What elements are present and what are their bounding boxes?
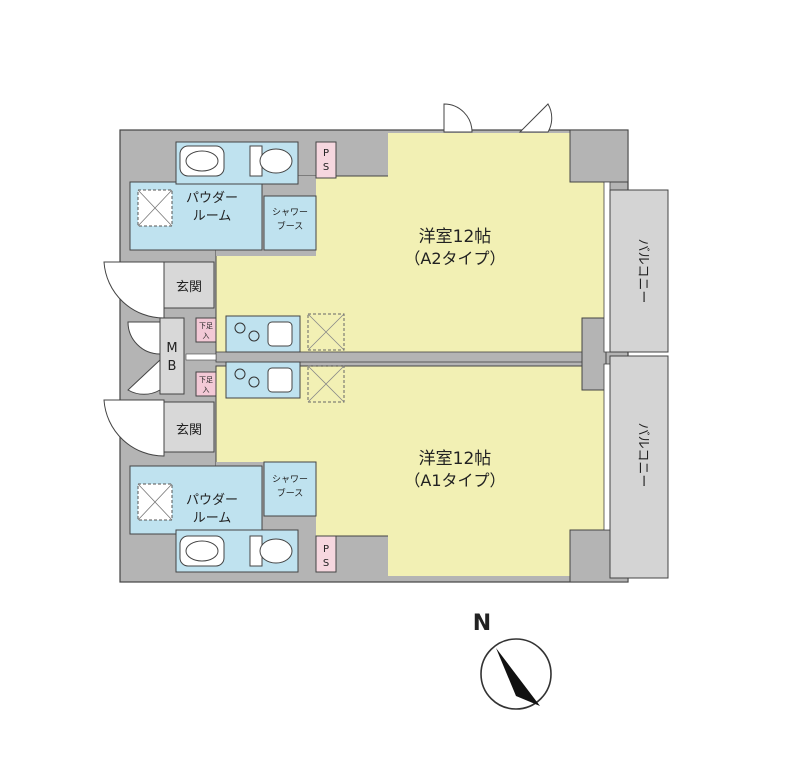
ps-label-bottom-1: P <box>323 544 329 555</box>
room-name-lower: 洋室12帖 <box>419 449 492 469</box>
shoe-label-top-1: 下足 <box>199 322 213 330</box>
shower-booth-bottom <box>263 461 317 517</box>
shower-label-bottom-2: ブース <box>277 487 304 499</box>
window-right-top <box>603 181 611 353</box>
ps-label-bottom-2: S <box>323 558 329 569</box>
entrance-label-bottom: 玄関 <box>176 423 202 438</box>
kitchen-bottom <box>225 361 301 399</box>
entrance-door-swing-bottom <box>103 399 165 457</box>
fridge-space-bottom <box>307 365 345 403</box>
entrance-door-swing-top <box>103 261 165 319</box>
balcony-label-bottom: バルコニー <box>635 423 650 488</box>
north-arrow-icon <box>496 648 540 706</box>
powder-room-label-top-2: ルーム <box>193 209 232 224</box>
living-room-a2-ext <box>388 133 570 178</box>
column-center-right <box>581 317 607 391</box>
ps-shaft-bottom <box>315 535 337 573</box>
ps-label-top-1: P <box>323 148 329 159</box>
room-type-upper: （A2タイプ） <box>404 249 505 268</box>
balcony-label-top: バルコニー <box>635 239 650 304</box>
shoe-label-top-2: 入 <box>203 332 210 340</box>
shower-label-bottom-1: シャワー <box>272 475 308 485</box>
shower-label-top-1: シャワー <box>272 208 308 218</box>
shoe-box-bottom <box>195 371 217 397</box>
powder-room-label-top-1: パウダー <box>186 191 238 206</box>
mb-box <box>159 317 185 395</box>
window-door-swing-right <box>518 103 553 133</box>
toilet-top <box>249 145 293 177</box>
shoe-label-bottom-2: 入 <box>203 386 210 394</box>
corridor-line <box>185 353 217 361</box>
unit-partition <box>215 351 607 363</box>
toilet-bottom <box>249 535 293 567</box>
powder-room-label-bottom-1: パウダー <box>186 493 238 508</box>
shower-label-top-2: ブース <box>277 220 304 232</box>
pillar-top-right <box>569 129 629 183</box>
kitchen-top <box>225 315 301 353</box>
sink-top <box>179 145 225 177</box>
ps-shaft-top <box>315 141 337 179</box>
window-right-bottom <box>603 363 611 531</box>
shower-booth-top <box>263 195 317 251</box>
ps-label-top-2: S <box>323 162 329 173</box>
fridge-space-top <box>307 313 345 351</box>
balcony-top <box>609 189 669 353</box>
window-door-swing-left <box>443 103 473 133</box>
room-name-upper: 洋室12帖 <box>419 227 492 247</box>
mb-label-2: B <box>168 359 177 374</box>
north-label: N <box>473 611 491 636</box>
entrance-label-top: 玄関 <box>176 280 202 295</box>
sink-bottom <box>179 535 225 567</box>
room-type-lower: （A1タイプ） <box>404 471 505 490</box>
washbasin-bottom <box>137 483 173 521</box>
mb-door-swing <box>127 321 161 395</box>
shoe-box-top <box>195 317 217 343</box>
mb-label-1: M <box>166 341 177 356</box>
compass-rose: N <box>473 611 552 710</box>
shoe-label-bottom-1: 下足 <box>199 376 213 384</box>
entrance-bottom <box>163 401 215 453</box>
living-room-a1-ext <box>388 534 570 576</box>
powder-room-label-bottom-2: ルーム <box>193 511 232 526</box>
washbasin-top <box>137 189 173 227</box>
balcony-bottom <box>609 355 669 579</box>
